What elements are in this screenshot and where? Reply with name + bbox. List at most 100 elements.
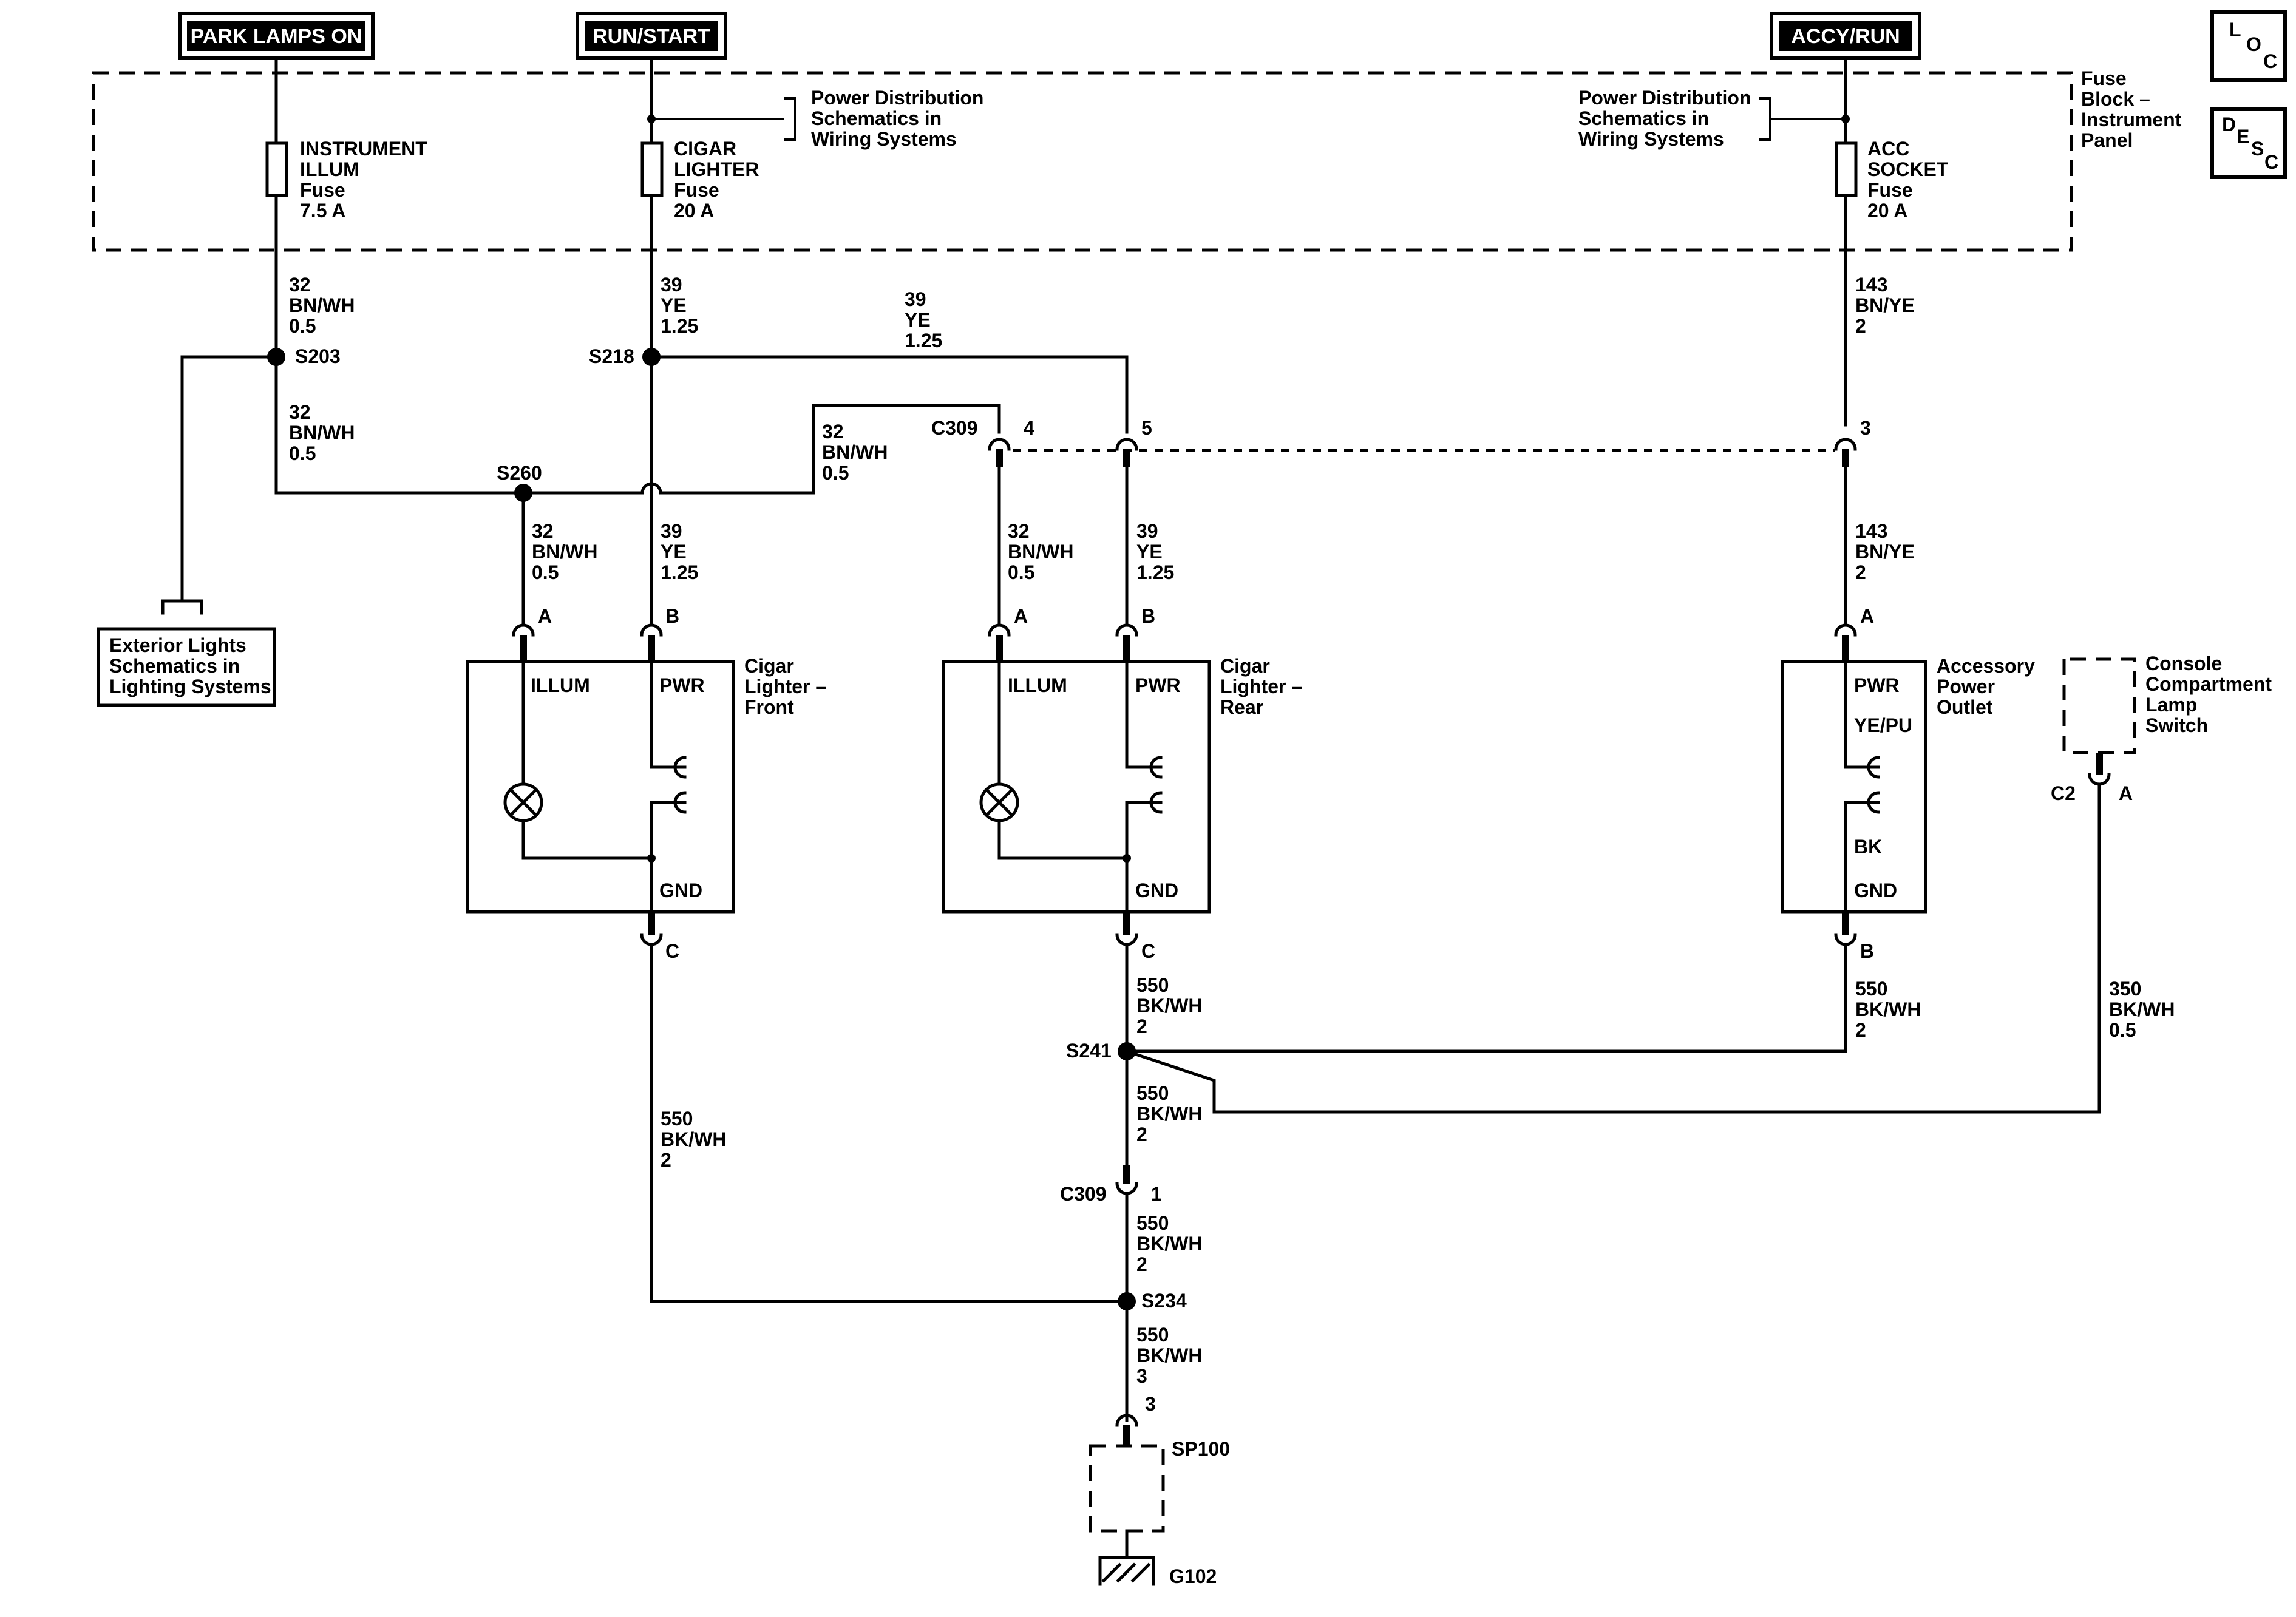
svg-text:B: B — [1141, 605, 1155, 627]
svg-text:7.5 A: 7.5 A — [300, 200, 345, 222]
svg-text:Lighter –: Lighter – — [744, 676, 826, 697]
svg-text:Accessory: Accessory — [1937, 655, 2035, 677]
svg-text:BN/WH: BN/WH — [822, 441, 888, 463]
svg-text:PWR: PWR — [659, 674, 705, 696]
svg-text:32: 32 — [289, 274, 311, 296]
svg-text:0.5: 0.5 — [289, 315, 316, 337]
wire-label-550-s241: 550 BK/WH 2 — [1136, 1082, 1202, 1145]
wire-label-39-a: 39 YE 1.25 — [661, 274, 698, 337]
wire-label-39-c: 39 YE 1.25 — [661, 520, 698, 583]
wire-label-32-b: 32 BN/WH 0.5 — [289, 401, 355, 464]
cigar-lighter-rear[interactable]: A B ILLUM PWR GND C — [942, 605, 1211, 962]
exterior-lights-connector — [161, 599, 203, 615]
svg-text:1.25: 1.25 — [661, 315, 698, 337]
svg-text:0.5: 0.5 — [2109, 1019, 2136, 1041]
svg-text:0.5: 0.5 — [822, 462, 849, 484]
svg-text:GND: GND — [1854, 880, 1897, 901]
lamp-icon — [503, 782, 543, 822]
svg-text:1.25: 1.25 — [905, 330, 942, 351]
splice-pack-sp100[interactable]: 3 SP100 — [1089, 1393, 1230, 1533]
accessory-power-outlet[interactable]: A PWR YE/PU BK GND B — [1781, 605, 1927, 962]
splice-s203[interactable]: S203 — [267, 345, 341, 367]
svg-text:Cigar: Cigar — [1220, 655, 1270, 677]
svg-text:S241: S241 — [1066, 1040, 1112, 1062]
header-run-start[interactable]: RUN/START — [576, 12, 727, 60]
cigar-lighter-front[interactable]: A B ILLUM PWR GND C — [466, 605, 735, 962]
svg-text:2: 2 — [1855, 315, 1866, 337]
svg-text:550: 550 — [1136, 1324, 1169, 1346]
svg-text:C2: C2 — [2051, 782, 2076, 804]
power-distribution-ref-left[interactable]: Power Distribution Schematics in Wiring … — [647, 87, 983, 150]
fuse-cigar-lighter[interactable]: CIGAR LIGHTER Fuse 20 A — [640, 56, 759, 359]
wire-32-horizontal — [274, 404, 1001, 495]
svg-text:SP100: SP100 — [1172, 1438, 1230, 1460]
wire-label-550-ground: 550 BK/WH 3 — [1136, 1324, 1202, 1387]
wire-label-550-outlet: 550 BK/WH 2 — [1855, 978, 1921, 1041]
svg-text:550: 550 — [1136, 1082, 1169, 1104]
svg-text:Fuse: Fuse — [300, 179, 345, 201]
desc-nav-button[interactable]: D E S C — [2210, 107, 2287, 179]
cigar-lighter-rear-name: Cigar Lighter – Rear — [1220, 655, 1302, 718]
svg-text:Schematics in: Schematics in — [109, 655, 240, 677]
svg-text:CIGAR: CIGAR — [674, 138, 736, 160]
svg-text:A: A — [1860, 605, 1874, 627]
svg-text:ILLUM: ILLUM — [300, 158, 359, 180]
ground-g102[interactable]: G102 — [1098, 1529, 1217, 1587]
svg-text:ILLUM: ILLUM — [531, 674, 590, 696]
svg-text:BK: BK — [1854, 836, 1882, 858]
svg-text:A: A — [1014, 605, 1028, 627]
splice-s218[interactable]: S218 — [589, 345, 661, 367]
svg-text:143: 143 — [1855, 520, 1887, 542]
fuse-instrument-illum[interactable]: INSTRUMENT ILLUM Fuse 7.5 A — [265, 56, 427, 359]
console-switch-name: Console Compartment Lamp Switch — [2145, 653, 2272, 736]
accessory-power-outlet-name: Accessory Power Outlet — [1937, 655, 2035, 718]
svg-text:Console: Console — [2145, 653, 2222, 674]
svg-text:39: 39 — [661, 520, 682, 542]
svg-text:Wiring Systems: Wiring Systems — [811, 128, 957, 150]
splice-s241[interactable]: S241 — [1066, 1040, 1136, 1062]
connector-c309-bottom[interactable]: C309 1 — [1060, 1165, 1162, 1205]
svg-text:550: 550 — [661, 1108, 693, 1130]
svg-text:S218: S218 — [589, 345, 634, 367]
wire-label-39-b: 39 YE 1.25 — [905, 288, 942, 351]
svg-text:1.25: 1.25 — [1136, 561, 1174, 583]
lamp-icon — [979, 782, 1019, 822]
wire-label-32-e: 32 BN/WH 0.5 — [1008, 520, 1073, 583]
svg-text:4: 4 — [1024, 417, 1034, 439]
wire-label-550-c309: 550 BK/WH 2 — [1136, 1212, 1202, 1275]
svg-text:0.5: 0.5 — [289, 442, 316, 464]
svg-text:39: 39 — [905, 288, 926, 310]
splice-s260[interactable]: S260 — [497, 462, 542, 502]
svg-text:LIGHTER: LIGHTER — [674, 158, 759, 180]
header-accy-run[interactable]: ACCY/RUN — [1770, 12, 1921, 60]
wire-label-39-d: 39 YE 1.25 — [1136, 520, 1174, 583]
svg-text:A: A — [2119, 782, 2133, 804]
svg-text:5: 5 — [1141, 417, 1152, 439]
console-compartment-lamp-switch[interactable]: C2 A — [2051, 657, 2136, 804]
svg-text:Lighter –: Lighter – — [1220, 676, 1302, 697]
exterior-lights-reference[interactable]: Exterior Lights Schematics in Lighting S… — [97, 627, 276, 707]
svg-text:BK/WH: BK/WH — [661, 1128, 726, 1150]
svg-text:Front: Front — [744, 696, 794, 718]
svg-text:BN/WH: BN/WH — [1008, 541, 1073, 563]
wire-to-exterior-lights — [180, 355, 278, 603]
svg-text:Block –: Block – — [2081, 88, 2150, 110]
loc-nav-button[interactable]: L O C — [2210, 10, 2287, 82]
header-accy-run-label: ACCY/RUN — [1791, 25, 1900, 48]
svg-text:BK/WH: BK/WH — [2109, 998, 2175, 1020]
svg-text:C: C — [1141, 940, 1155, 962]
splice-s234[interactable]: S234 — [1118, 1290, 1187, 1312]
header-park-lamps-on[interactable]: PARK LAMPS ON — [178, 12, 375, 60]
fuse-acc-socket[interactable]: ACC SOCKET Fuse 20 A — [1835, 56, 1949, 427]
svg-text:1.25: 1.25 — [661, 561, 698, 583]
fuse-block-outline — [92, 71, 2073, 252]
svg-text:Fuse: Fuse — [2081, 67, 2127, 89]
connector-c309-top[interactable]: C309 4 5 3 — [931, 417, 1871, 467]
power-distribution-ref-right[interactable]: Power Distribution Schematics in Wiring … — [1578, 87, 1850, 150]
wire-label-143-b: 143 BN/YE 2 — [1855, 520, 1915, 583]
svg-text:0.5: 0.5 — [1008, 561, 1034, 583]
svg-text:YE/PU: YE/PU — [1854, 714, 1912, 736]
svg-text:G102: G102 — [1169, 1565, 1217, 1587]
svg-text:Schematics in: Schematics in — [811, 107, 942, 129]
svg-text:Outlet: Outlet — [1937, 696, 1993, 718]
